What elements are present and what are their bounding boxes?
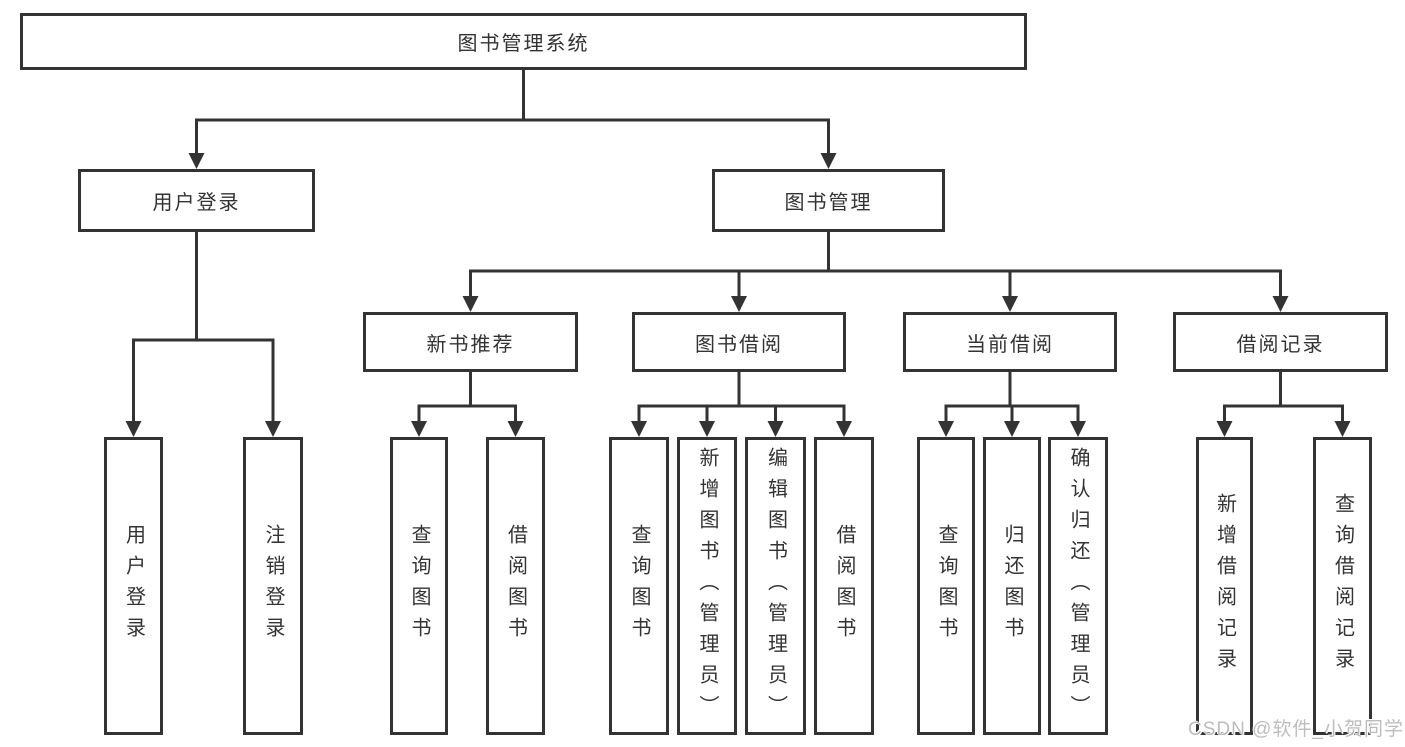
connector-records-to-leaves bbox=[1216, 372, 1351, 437]
node-user-login-label: 用户登录 bbox=[152, 192, 241, 214]
connector-login-to-leaves bbox=[125, 232, 281, 437]
node-root-label: 图书管理系统 bbox=[457, 33, 590, 55]
node-borrow-records-label: 借阅记录 bbox=[1236, 333, 1325, 356]
leaf-borrow-query: 查询图书 bbox=[609, 437, 669, 735]
leaf-logout-label: 注销登录 bbox=[262, 524, 284, 648]
connector-mgmt-to-level3 bbox=[462, 232, 1289, 312]
node-book-management-label: 图书管理 bbox=[784, 192, 873, 214]
leaf-current-query: 查询图书 bbox=[917, 437, 975, 735]
leaf-user-login-label: 用户登录 bbox=[122, 524, 145, 648]
leaf-current-confirm-admin-label: 确认归还（管理员） bbox=[1067, 446, 1089, 726]
leaf-newbook-query: 查询图书 bbox=[390, 437, 448, 735]
leaf-logout: 注销登录 bbox=[243, 437, 303, 735]
connector-newbook-to-leaves bbox=[411, 372, 524, 437]
leaf-record-add: 新增借阅记录 bbox=[1196, 437, 1253, 735]
leaf-current-confirm-admin: 确认归还（管理员） bbox=[1048, 437, 1108, 735]
connector-borrow-to-leaves bbox=[631, 372, 852, 437]
leaf-borrow-borrow: 借阅图书 bbox=[814, 437, 874, 735]
leaf-newbook-borrow: 借阅图书 bbox=[486, 437, 545, 735]
leaf-record-add-label: 新增借阅记录 bbox=[1213, 493, 1236, 679]
node-root-system: 图书管理系统 bbox=[20, 13, 1027, 70]
leaf-record-query-label: 查询借阅记录 bbox=[1331, 493, 1354, 679]
leaf-borrow-query-label: 查询图书 bbox=[628, 524, 650, 648]
node-current-borrow: 当前借阅 bbox=[903, 312, 1117, 372]
leaf-record-query: 查询借阅记录 bbox=[1313, 437, 1372, 735]
leaf-borrow-add-admin: 新增图书（管理员） bbox=[677, 437, 737, 735]
node-book-borrow-label: 图书借阅 bbox=[695, 333, 783, 356]
node-book-management: 图书管理 bbox=[712, 169, 945, 232]
leaf-current-query-label: 查询图书 bbox=[935, 524, 957, 648]
leaf-borrow-add-admin-label: 新增图书（管理员） bbox=[696, 446, 718, 726]
leaf-borrow-borrow-label: 借阅图书 bbox=[833, 524, 855, 648]
node-current-borrow-label: 当前借阅 bbox=[966, 333, 1054, 356]
node-borrow-records: 借阅记录 bbox=[1173, 312, 1388, 372]
node-new-book-recommend: 新书推荐 bbox=[363, 312, 578, 372]
leaf-current-return-label: 归还图书 bbox=[1001, 524, 1023, 648]
node-user-login: 用户登录 bbox=[78, 169, 315, 232]
leaf-newbook-query-label: 查询图书 bbox=[408, 524, 430, 648]
leaf-newbook-borrow-label: 借阅图书 bbox=[504, 524, 527, 648]
node-new-book-recommend-label: 新书推荐 bbox=[426, 333, 515, 356]
leaf-current-return: 归还图书 bbox=[983, 437, 1041, 735]
leaf-borrow-edit-admin-label: 编辑图书（管理员） bbox=[764, 446, 787, 726]
leaf-borrow-edit-admin: 编辑图书（管理员） bbox=[745, 437, 806, 735]
leaf-user-login: 用户登录 bbox=[104, 437, 163, 735]
connector-current-to-leaves bbox=[938, 372, 1086, 437]
node-book-borrow: 图书借阅 bbox=[632, 312, 846, 372]
connector-root-to-level2 bbox=[188, 70, 837, 169]
